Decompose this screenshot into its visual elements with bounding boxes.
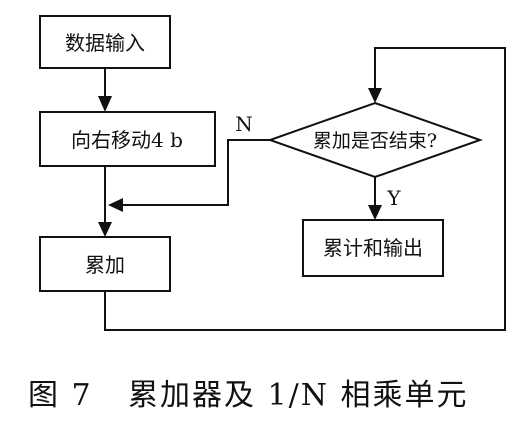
- arrowhead-to-decision: [368, 88, 382, 103]
- edge-yes-label: Y: [386, 186, 401, 210]
- arrowhead-shift-to-accumulate: [98, 222, 112, 237]
- edge-decision-no: [122, 139, 270, 206]
- node-shift-right-label: 向右移动4 b: [71, 128, 183, 152]
- node-decision-label: 累加是否结束?: [313, 130, 437, 152]
- node-accumulate-label: 累加: [85, 253, 125, 277]
- figure-title: 累加器及 1/N 相乘单元: [128, 378, 469, 413]
- node-data-input-label: 数据输入: [65, 31, 145, 55]
- arrowhead-input-to-shift: [98, 96, 112, 112]
- node-output-label: 累计和输出: [323, 236, 423, 260]
- node-shift-right-box: [39, 111, 216, 167]
- node-data-input-box: [39, 15, 171, 69]
- edge-accumulate-to-decision: [104, 47, 506, 331]
- edge-no-label: N: [235, 112, 253, 136]
- arrowhead-decision-yes: [368, 205, 382, 220]
- node-output-box: [302, 219, 444, 277]
- arrowhead-decision-no: [108, 198, 123, 212]
- figure-label: 图 7: [28, 378, 93, 413]
- node-accumulate-box: [39, 236, 171, 292]
